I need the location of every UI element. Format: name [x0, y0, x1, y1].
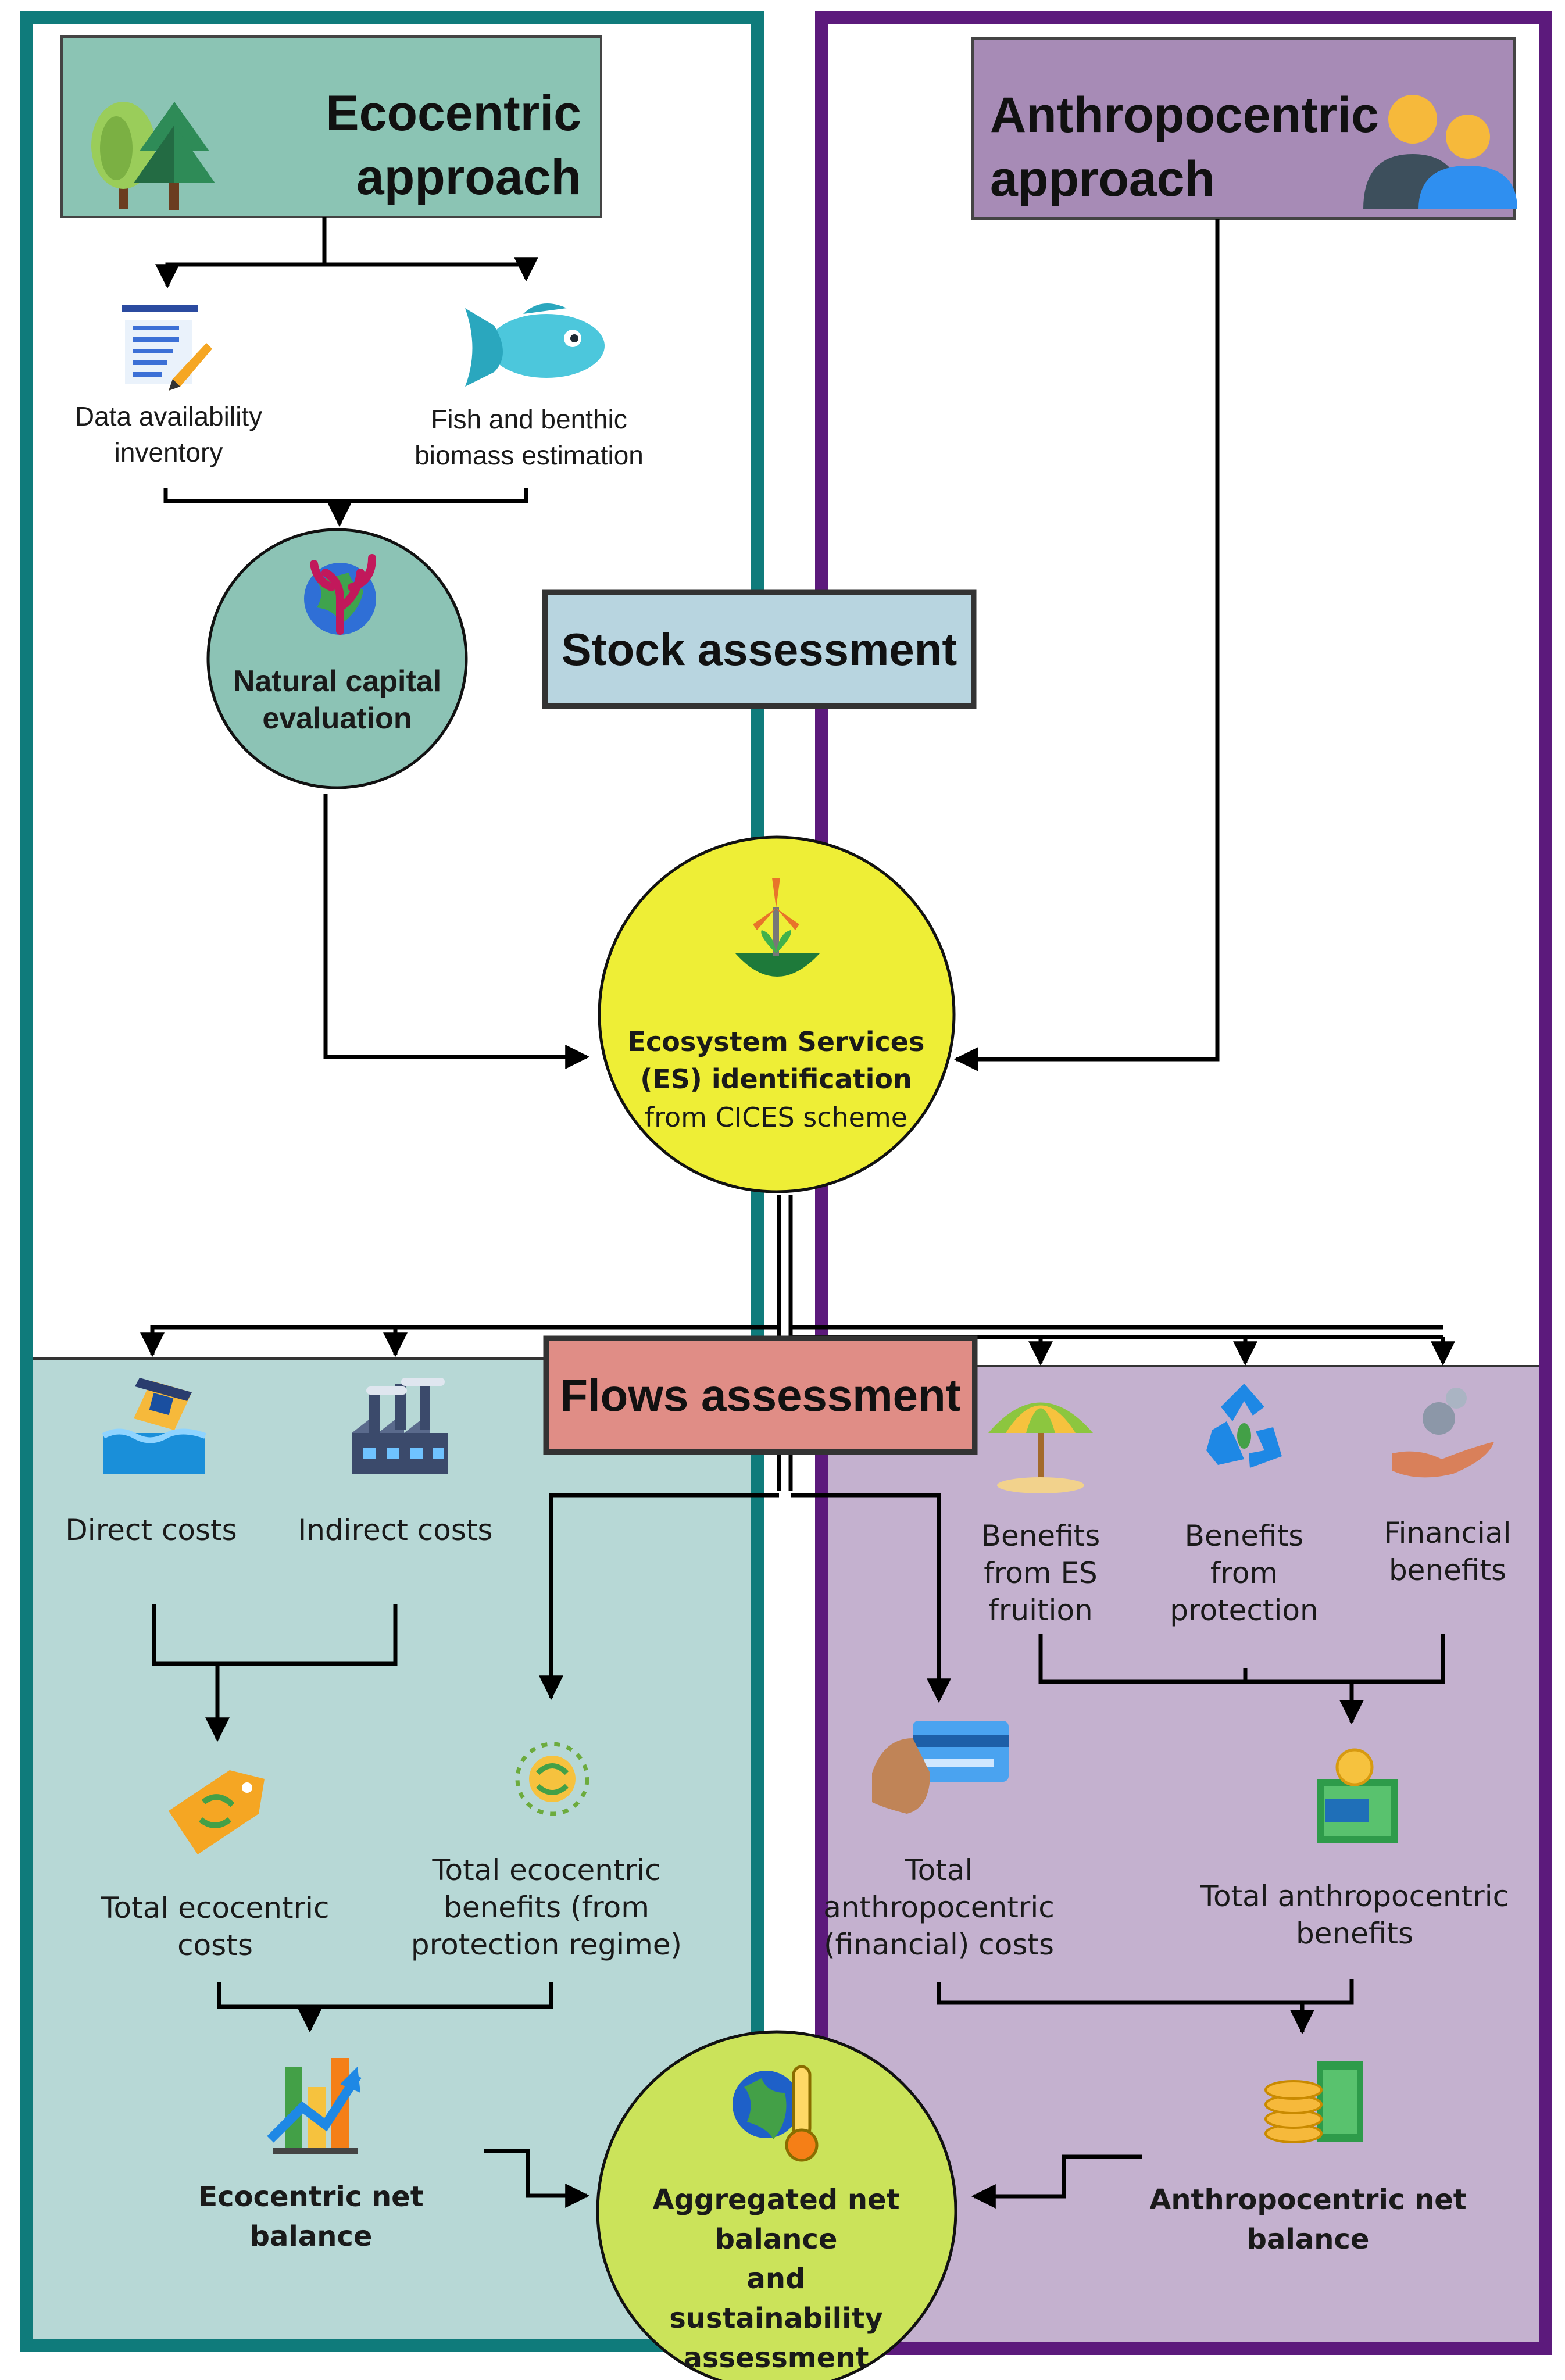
fish-icon — [465, 303, 605, 387]
fish-biomass-label: Fish and benthic biomass estimation — [415, 404, 644, 470]
aggregated-balance-label: Aggregated net balance and sustainabilit… — [652, 2184, 900, 2374]
natural-capital-label: Natural capital evaluation — [233, 664, 442, 735]
factory-icon — [352, 1378, 448, 1474]
people-icon — [1363, 95, 1517, 209]
coin-hand-icon — [1392, 1388, 1494, 1478]
flows-box — [543, 1335, 978, 1455]
es-identification-circle — [598, 835, 956, 1193]
total-anthro-benefits-label: Total anthropocentric benefits — [1200, 1879, 1509, 1950]
connectors-top — [155, 217, 1220, 1071]
benefits-protection-label: Benefits from protection — [1170, 1519, 1319, 1627]
total-eco-costs-label: Total ecocentric costs — [101, 1891, 330, 1962]
stock-assessment-label: Stock assessment — [545, 592, 974, 706]
anthro-net-balance-label: Anthropocentric net balance — [1149, 2184, 1467, 2256]
eco-title: Ecocentric approach — [326, 85, 581, 205]
dredging-icon — [102, 1378, 206, 1474]
benefits-es-fruition-label: Benefits from ES fruition — [981, 1519, 1100, 1627]
natural-capital-circle — [206, 528, 468, 789]
trees-icon — [91, 102, 215, 210]
gear-leaf-icon — [515, 1742, 589, 1816]
data-inventory-label: Data availability inventory — [74, 401, 263, 467]
flows-assessment-label: Flows assessment — [546, 1338, 975, 1452]
total-anthro-costs-label: Total anthropocentric (financial) costs — [823, 1853, 1055, 1961]
indirect-costs-label: Indirect costs — [298, 1513, 493, 1547]
financial-benefits-label: Financial benefits — [1384, 1516, 1512, 1587]
price-tag-icon — [169, 1770, 265, 1854]
thermometer-globe-icon — [733, 2065, 819, 2162]
direct-costs-label: Direct costs — [65, 1513, 237, 1547]
es-cices-label: from CICES scheme — [644, 1102, 908, 1133]
eco-net-balance-label: Ecocentric net balance — [198, 2181, 424, 2253]
aggregated-balance-circle — [596, 2030, 957, 2380]
coral-globe-icon — [304, 554, 376, 635]
total-eco-benefits-label: Total ecocentric benefits (from protecti… — [410, 1853, 683, 1961]
es-identification-label: Ecosystem Services (ES) identification — [627, 1026, 925, 1095]
stock-box — [542, 589, 977, 709]
card-hand-icon — [872, 1721, 1009, 1814]
wind-turbine-plant-icon — [735, 878, 820, 977]
coin-stack-icon — [1264, 2061, 1363, 2143]
recycle-icon — [1206, 1384, 1282, 1468]
beach-umbrella-icon — [988, 1402, 1093, 1493]
growth-chart-icon — [267, 2058, 362, 2154]
money-cash-icon — [1317, 1748, 1398, 1843]
document-edit-icon — [122, 305, 212, 391]
anthro-title: Anthropocentric approach — [990, 87, 1379, 207]
